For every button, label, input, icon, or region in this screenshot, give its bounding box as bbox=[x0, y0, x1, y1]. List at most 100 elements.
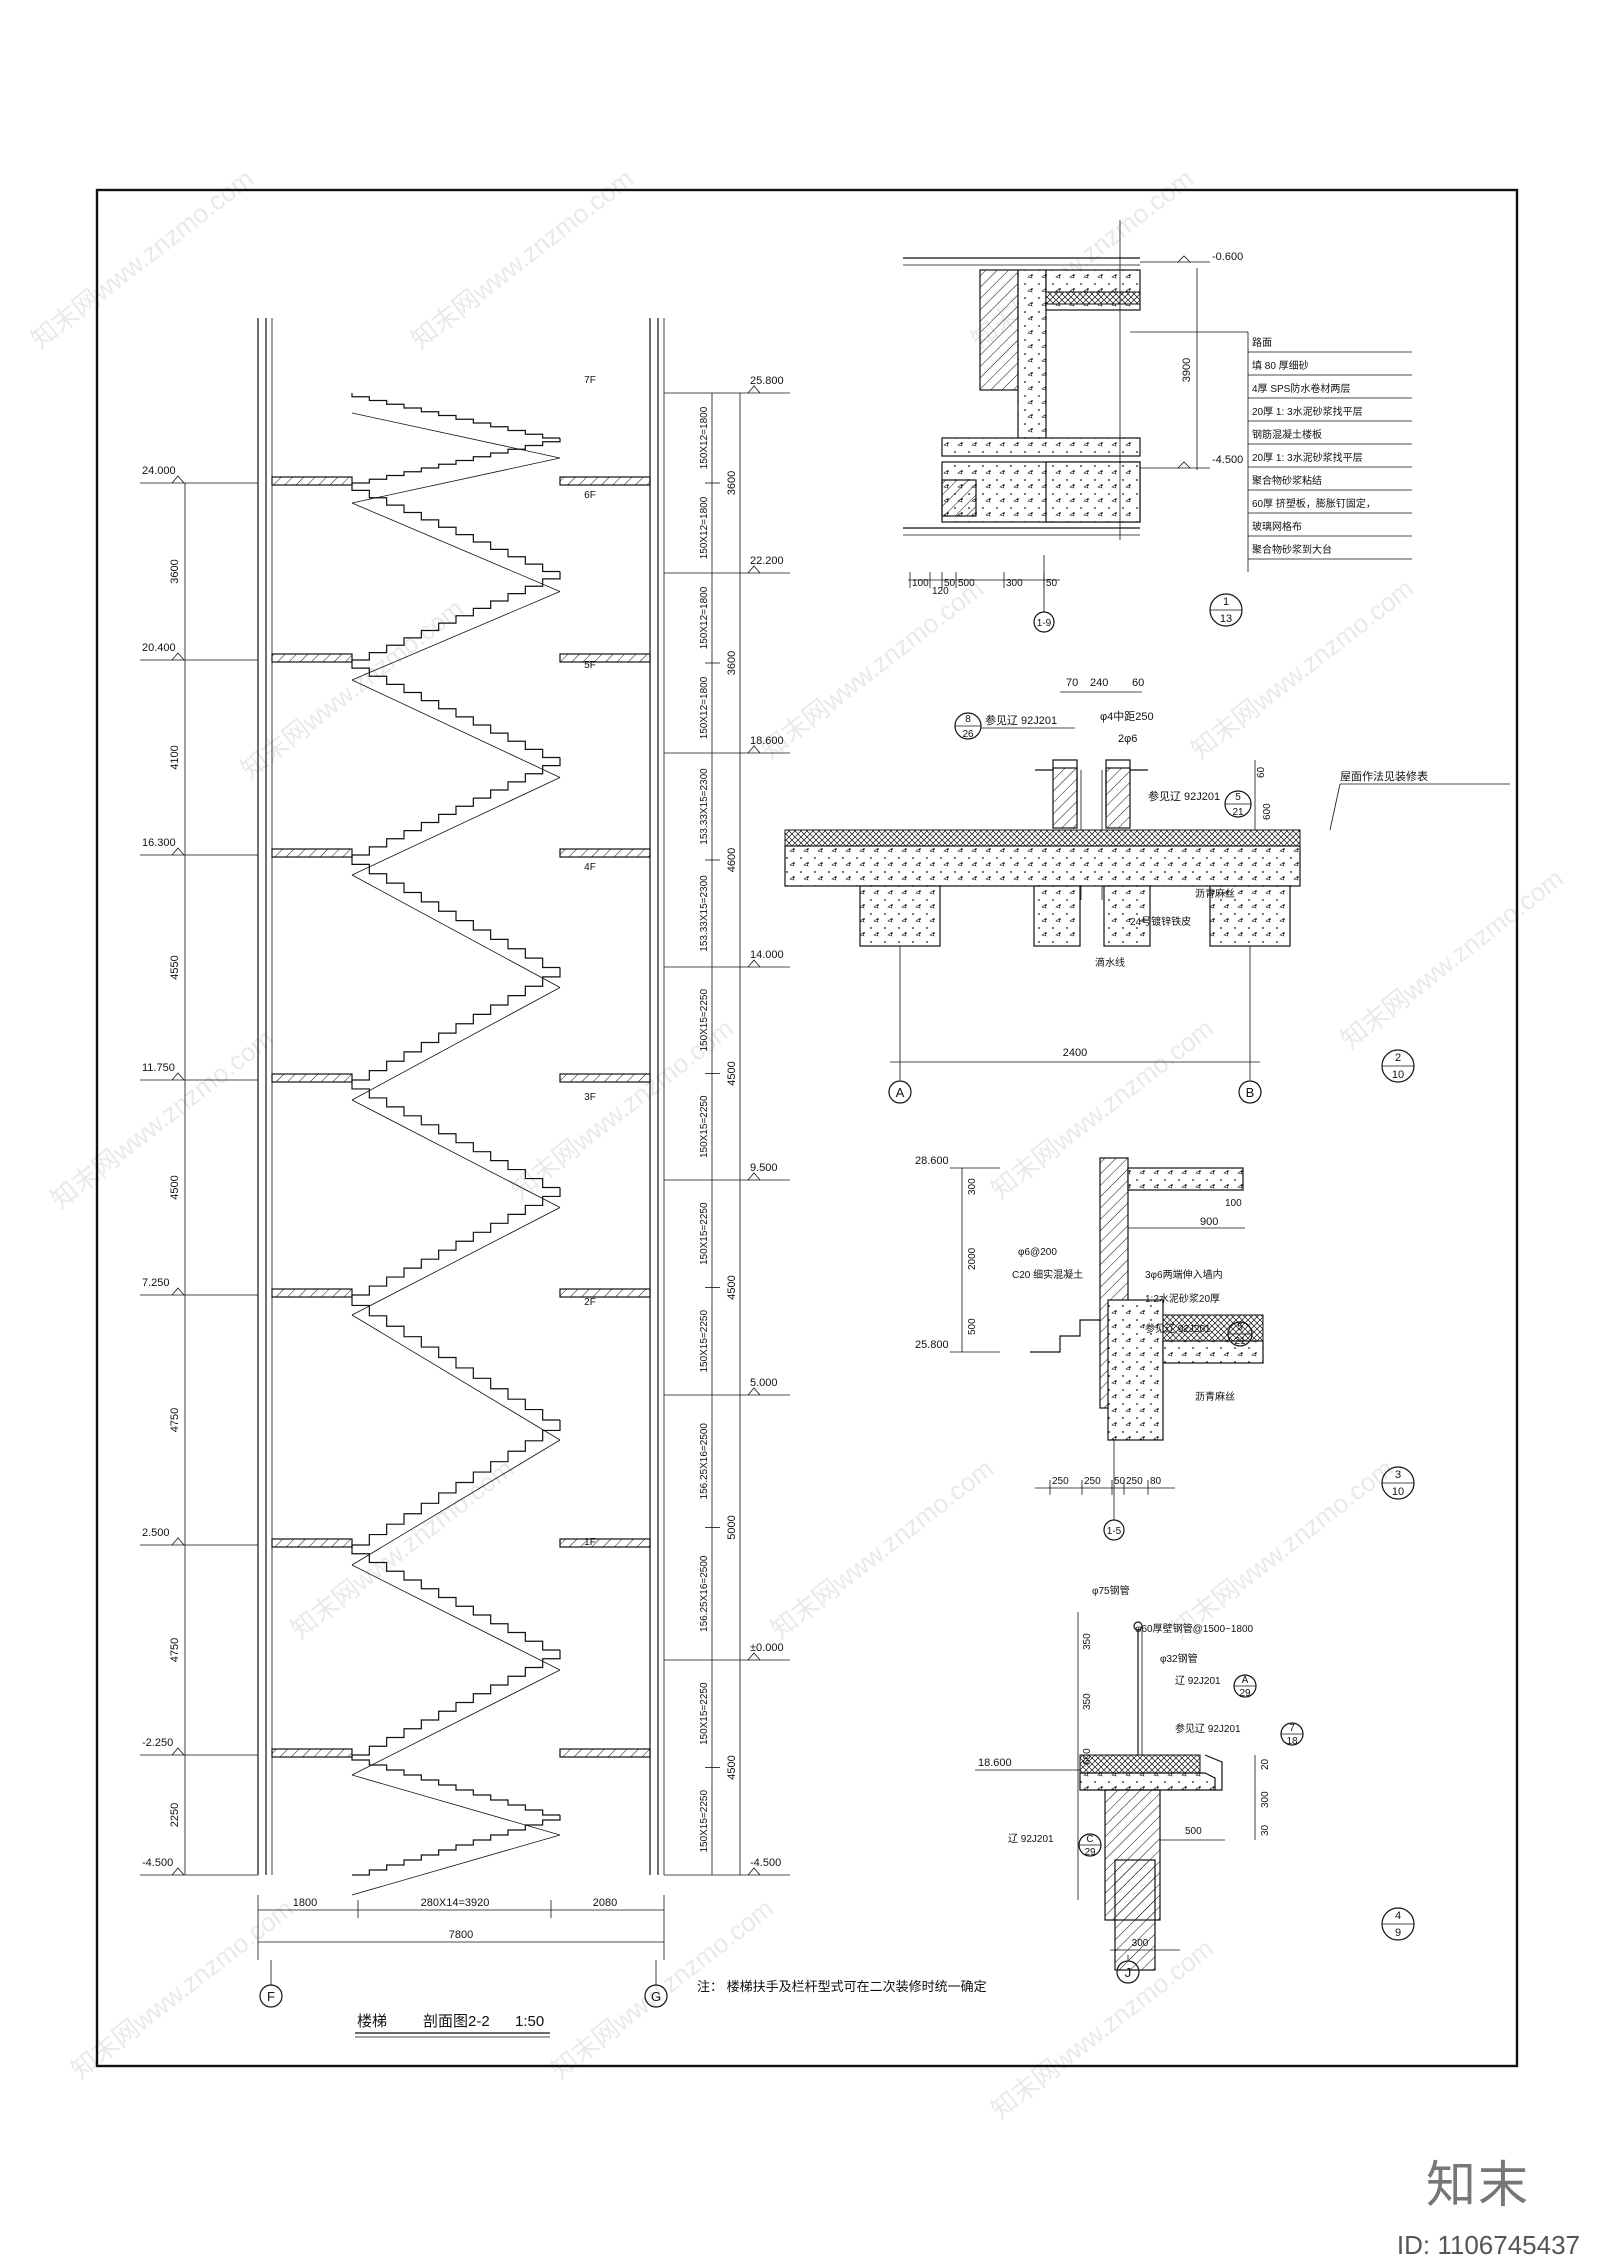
sheet-border bbox=[95, 188, 1519, 2068]
d1-layer: 钢筋混凝土楼板 bbox=[1252, 428, 1322, 441]
d1-bottom-dim: 500 bbox=[958, 578, 975, 589]
stair-flight bbox=[352, 438, 561, 484]
d3-dim-v2: 2000 bbox=[967, 1247, 978, 1270]
stair-flight bbox=[351, 483, 560, 573]
d3-ref-mark-bottom: 21 bbox=[1234, 1336, 1246, 1347]
d4-dim-h1: 500 bbox=[1185, 1826, 1202, 1837]
d3-marker-top: 3 bbox=[1395, 1469, 1401, 1481]
d4-mark3-bottom: 29 bbox=[1084, 1847, 1096, 1858]
d4-dim-v6: 30 bbox=[1260, 1824, 1271, 1836]
d2-top-dim-1: 70 bbox=[1066, 677, 1078, 689]
d3-dim-h1: 100 bbox=[1225, 1198, 1242, 1209]
d4-label-5: 参见辽 92J201 bbox=[1175, 1722, 1241, 1735]
right-dim: 4500 bbox=[726, 1061, 738, 1085]
stair-flight bbox=[352, 967, 561, 1081]
d3-axis: 1-5 bbox=[1107, 1526, 1122, 1537]
d2-top-dim-3: 60 bbox=[1132, 677, 1144, 689]
d1-vert-dim: 3900 bbox=[1181, 358, 1193, 382]
watermark-text: 知末网www.znzmo.com bbox=[405, 163, 639, 355]
floor-label: 4F bbox=[584, 862, 596, 873]
d1-marker-top: 1 bbox=[1223, 596, 1229, 608]
d2-marker-bottom: 10 bbox=[1392, 1069, 1404, 1081]
riser-dim: 153.33X15=2300 bbox=[699, 768, 710, 845]
left-elevation: 7.250 bbox=[142, 1277, 170, 1289]
d2-ref2: 参见辽 92J201 bbox=[1148, 789, 1220, 803]
d3-label-5: 参见辽 92J201 bbox=[1145, 1322, 1211, 1335]
d1-layer: 聚合物砂浆粘结 bbox=[1252, 474, 1322, 487]
d1-axis: 1-9 bbox=[1037, 618, 1052, 629]
stair-flight bbox=[351, 1755, 560, 1816]
bottom-dim-3: 2080 bbox=[593, 1897, 617, 1909]
d1-layer: 20厚 1: 3水泥砂浆找平层 bbox=[1252, 405, 1363, 418]
left-dim: 4550 bbox=[169, 955, 181, 979]
d4-label-2: φ60厚壁钢管@1500~1800 bbox=[1135, 1622, 1254, 1635]
left-dim: 4500 bbox=[169, 1175, 181, 1199]
d1-bottom-dim: 50 bbox=[1046, 578, 1058, 589]
riser-dim: 153.33X15=2300 bbox=[699, 875, 710, 952]
d1-layer: 60厚 挤塑板，膨胀钉固定， bbox=[1252, 497, 1376, 510]
watermark-text: 知末网www.znzmo.com bbox=[45, 1023, 279, 1215]
d1-layer: 玻璃网格布 bbox=[1252, 520, 1302, 533]
d3-bottom-dim: 80 bbox=[1150, 1476, 1162, 1487]
stair-flight bbox=[351, 1545, 560, 1651]
d3-elev-bottom: 25.800 bbox=[915, 1339, 949, 1351]
stair-flight bbox=[351, 1080, 560, 1189]
stair-flight bbox=[352, 1420, 561, 1546]
d4-marker-top: 4 bbox=[1395, 1910, 1401, 1922]
d4-label-6: 辽 92J201 bbox=[1008, 1833, 1054, 1845]
riser-dim: 150X12=1800 bbox=[699, 406, 710, 469]
axis-g: G bbox=[651, 1989, 661, 2004]
watermark-text: 知末网www.znzmo.com bbox=[25, 163, 259, 355]
right-elevation: 9.500 bbox=[750, 1162, 778, 1174]
floor-label: 2F bbox=[584, 1297, 596, 1308]
d3-dim-h2: 900 bbox=[1200, 1216, 1218, 1228]
watermark-text: 知末网www.znzmo.com bbox=[765, 1453, 999, 1645]
right-dim: 3600 bbox=[726, 651, 738, 675]
left-elevation: -4.500 bbox=[142, 1857, 173, 1869]
d2-ref1-mark-bottom: 26 bbox=[962, 729, 974, 740]
note: 注： 楼梯扶手及栏杆型式可在二次装修时统一确定 bbox=[697, 1979, 987, 1994]
d4-marker-bottom: 9 bbox=[1395, 1927, 1401, 1939]
d1-layer: 路面 bbox=[1252, 336, 1272, 349]
d3-elev-top: 28.600 bbox=[915, 1155, 949, 1167]
left-elevation: 11.750 bbox=[142, 1062, 175, 1074]
d1-marker-bottom: 13 bbox=[1220, 613, 1232, 625]
image-id: ID: 1106745437 bbox=[1396, 2230, 1580, 2260]
bottom-dim-2: 280X14=3920 bbox=[421, 1897, 490, 1909]
d4-dim-v4: 20 bbox=[1260, 1758, 1271, 1770]
d1-bottom-dim: 100 bbox=[912, 578, 929, 589]
d1-bottom-dim: 300 bbox=[1006, 578, 1023, 589]
d3-label-4: 1:2水泥砂浆20厚 bbox=[1145, 1292, 1220, 1305]
stair-flight bbox=[351, 855, 560, 969]
floor-label: 5F bbox=[584, 660, 596, 671]
right-elevation: 14.000 bbox=[750, 949, 784, 961]
left-dim: 2250 bbox=[169, 1803, 181, 1827]
stair-flight bbox=[351, 393, 560, 439]
stair-flight bbox=[351, 660, 560, 759]
d3-label-2: C20 细实混凝土 bbox=[1012, 1268, 1083, 1281]
d4-axis: J bbox=[1125, 1965, 1132, 1980]
d2-dim-v1: 60 bbox=[1256, 766, 1267, 778]
d4-dim-v1: 350 bbox=[1082, 1633, 1093, 1650]
d2-roof-note: 屋面作法见装修表 bbox=[1340, 769, 1428, 783]
stair-flight bbox=[352, 757, 561, 856]
right-elevation: 22.200 bbox=[750, 555, 784, 567]
d4-mark2-top: 7 bbox=[1289, 1723, 1295, 1734]
riser-dim: 156.25X16=2500 bbox=[699, 1555, 710, 1632]
riser-dim: 150X15=2250 bbox=[699, 989, 710, 1052]
section-subtitle: 剖面图2-2 bbox=[423, 2013, 490, 2030]
stair-flight bbox=[352, 1187, 561, 1296]
left-elevation: 2.500 bbox=[142, 1527, 170, 1539]
left-elevation: 20.400 bbox=[142, 642, 176, 654]
riser-dim: 150X15=2250 bbox=[699, 1095, 710, 1158]
watermark-text: 知末网www.znzmo.com bbox=[1185, 573, 1419, 765]
riser-dim: 156.25X16=2500 bbox=[699, 1423, 710, 1500]
watermark-text: 知末网www.znzmo.com bbox=[65, 1893, 299, 2085]
d4-dim-h2: 300 bbox=[1132, 1938, 1149, 1949]
left-elevation: 24.000 bbox=[142, 465, 176, 477]
section-title: 楼梯 bbox=[357, 2013, 387, 2030]
stair-flight bbox=[352, 1815, 561, 1876]
